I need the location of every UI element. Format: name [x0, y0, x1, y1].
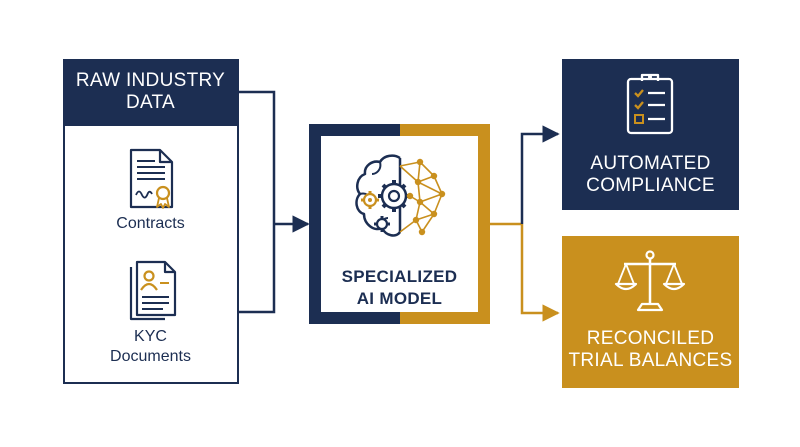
contract-document-icon: [129, 148, 174, 209]
ai-model-label-line1: SPECIALIZED: [341, 267, 458, 286]
automated-compliance-label-line1: AUTOMATED: [590, 153, 711, 174]
contracts-label: Contracts: [116, 215, 185, 232]
reconciled-balances-label-line1: RECONCILED: [586, 328, 715, 349]
raw-data-title-line1: RAW INDUSTRY: [75, 69, 226, 91]
kyc-profile-document-icon: [129, 260, 177, 321]
model-to-balances-arrow: [520, 224, 560, 322]
kyc-label-line1: KYC: [134, 328, 167, 345]
raw-data-title-line2: DATA: [125, 91, 176, 113]
source-bracket-line: [238, 90, 276, 314]
balance-scale-icon: [614, 250, 686, 312]
checklist-clipboard-icon: [626, 73, 674, 135]
reconciled-balances-card: RECONCILED TRIAL BALANCES: [562, 236, 739, 388]
ai-model-label-line2: AI MODEL: [356, 289, 443, 308]
kyc-label-line2: Documents: [110, 348, 191, 365]
raw-data-panel: RAW INDUSTRY DATA Contracts KYC Document…: [62, 58, 239, 384]
reconciled-balances-label-line2: TRIAL BALANCES: [568, 350, 733, 371]
automated-compliance-label-line2: COMPLIANCE: [586, 175, 715, 196]
model-to-compliance-arrow: [520, 125, 560, 224]
automated-compliance-card: AUTOMATED COMPLIANCE: [562, 59, 739, 210]
raw-data-header: RAW INDUSTRY DATA: [62, 58, 239, 126]
brain-gears-neural-network-icon: [355, 154, 446, 237]
